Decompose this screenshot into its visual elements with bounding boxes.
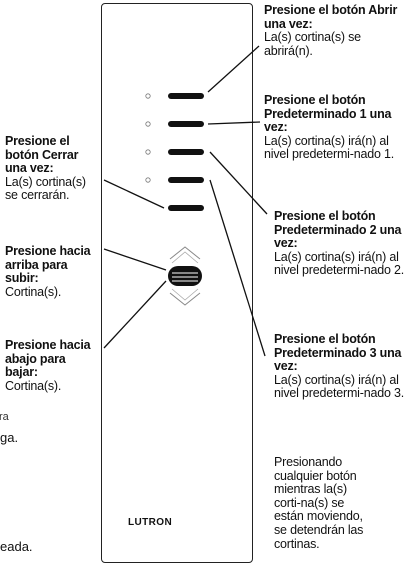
leader-preset-2 xyxy=(209,151,268,215)
lower-chevron-icon-inner xyxy=(171,288,199,301)
callout-preset-1: Presione el botón Predeterminado 1 una v… xyxy=(264,93,409,162)
led-indicator-2 xyxy=(145,121,151,127)
leader-close xyxy=(103,179,165,209)
clipped-text-1: ra xyxy=(0,411,9,423)
open-button[interactable] xyxy=(168,93,204,99)
preset-3-button[interactable] xyxy=(168,177,204,183)
callout-open-body: La(s) cortina(s) se abrirá(n). xyxy=(264,30,361,58)
callout-lower: Presione hacia abajo para bajar: Cortina… xyxy=(5,338,101,393)
clipped-text-2: ga. xyxy=(0,430,19,445)
callout-close-body: La(s) cortina(s) se cerrarán. xyxy=(5,174,86,203)
callout-preset-2-body: La(s) cortina(s) irá(n) al nivel predete… xyxy=(274,249,404,278)
callout-open: Presione el botón Abrir una vez: La(s) c… xyxy=(264,3,409,58)
callout-raise-heading: Presione hacia arriba para subir: xyxy=(5,244,91,286)
leader-raise xyxy=(103,248,167,271)
raise-lower-rocker[interactable] xyxy=(168,266,202,286)
callout-preset-3-heading: Presione el botón Predeterminado 3 una v… xyxy=(274,332,402,374)
brand-logo: LUTRON xyxy=(128,517,173,528)
callout-lower-heading: Presione hacia abajo para bajar: xyxy=(5,338,91,380)
lower-chevron-icon xyxy=(169,292,201,306)
led-indicator-1 xyxy=(145,93,151,99)
callout-preset-1-heading: Presione el botón Predeterminado 1 una v… xyxy=(264,93,392,135)
stop-note: Presionando cualquier botón mientras la(… xyxy=(274,455,364,551)
callout-preset-2: Presione el botón Predeterminado 2 una v… xyxy=(274,209,409,278)
preset-1-button[interactable] xyxy=(168,121,204,127)
callout-preset-3: Presione el botón Predeterminado 3 una v… xyxy=(274,332,409,401)
leader-preset-1 xyxy=(207,121,261,125)
callout-preset-2-heading: Presione el botón Predeterminado 2 una v… xyxy=(274,209,402,251)
callout-preset-1-body: La(s) cortina(s) irá(n) al nivel predete… xyxy=(264,133,394,162)
leader-open xyxy=(207,45,260,93)
raise-chevron-icon-inner xyxy=(171,251,199,264)
preset-2-button[interactable] xyxy=(168,149,204,155)
callout-close-heading: Presione el botón Cerrar una vez: xyxy=(5,134,79,176)
callout-lower-body: Cortina(s). xyxy=(5,378,62,393)
led-indicator-4 xyxy=(145,177,151,183)
callout-raise: Presione hacia arriba para subir: Cortin… xyxy=(5,244,101,299)
callout-raise-body: Cortina(s). xyxy=(5,284,62,299)
callout-preset-3-body: La(s) cortina(s) irá(n) al nivel predete… xyxy=(274,372,404,401)
led-indicator-3 xyxy=(145,149,151,155)
leader-preset-3 xyxy=(209,179,266,357)
leader-lower xyxy=(103,280,167,349)
callout-close: Presione el botón Cerrar una vez: La(s) … xyxy=(5,134,101,203)
clipped-text-3: eada. xyxy=(0,539,33,554)
raise-chevron-icon xyxy=(169,246,201,260)
close-button[interactable] xyxy=(168,205,204,211)
callout-open-heading: Presione el botón Abrir una vez: xyxy=(264,3,398,31)
